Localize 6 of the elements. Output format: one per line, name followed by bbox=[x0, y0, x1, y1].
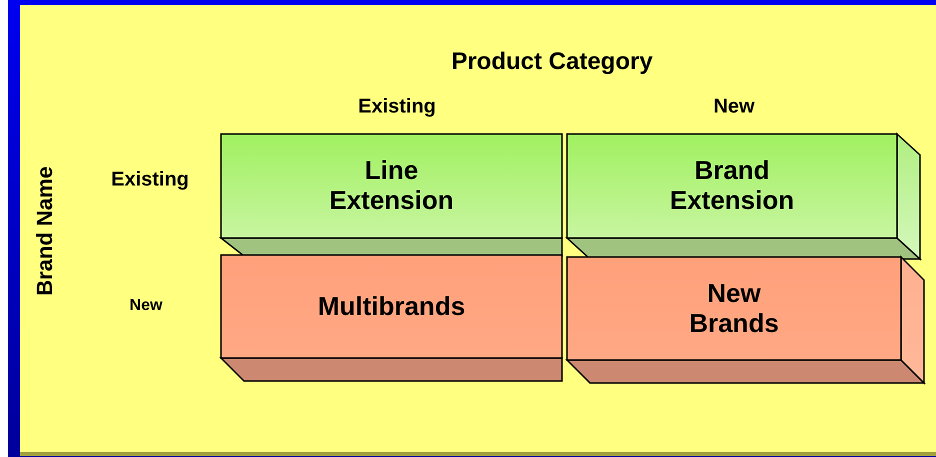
axis-label: Existing bbox=[111, 168, 189, 192]
axis-title: Product Category bbox=[451, 48, 653, 76]
axis-label: New bbox=[130, 297, 162, 315]
axis-title: Brand Name bbox=[32, 166, 58, 296]
axis-label: Existing bbox=[358, 96, 436, 118]
axis-label: New bbox=[713, 96, 755, 118]
